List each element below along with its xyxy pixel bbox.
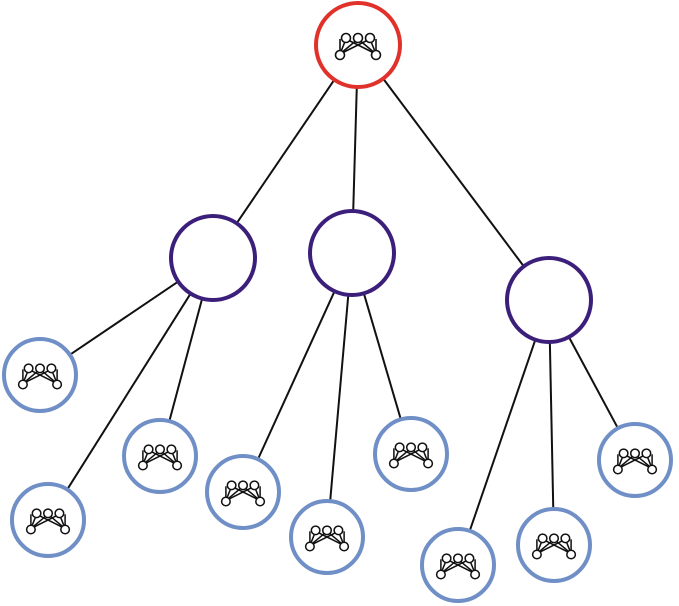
edge-mid-1-leaf-2 bbox=[66, 293, 192, 491]
node-leaf-1 bbox=[2, 337, 78, 413]
edge-mid-2-leaf-4 bbox=[257, 290, 336, 460]
node-leaf-9 bbox=[597, 422, 673, 498]
edge-root-mid-1 bbox=[235, 79, 336, 224]
node-leaf-7 bbox=[420, 527, 496, 603]
node-leaf-5 bbox=[289, 499, 365, 575]
node-leaf-2 bbox=[10, 482, 86, 558]
node-root bbox=[314, 1, 402, 89]
node-mid-3 bbox=[505, 256, 593, 344]
node-mid-1 bbox=[169, 214, 257, 302]
edge-mid-2-leaf-5 bbox=[329, 294, 350, 502]
node-leaf-8 bbox=[516, 507, 592, 583]
edge-mid-2-leaf-6 bbox=[362, 293, 402, 420]
edge-root-mid-2 bbox=[352, 86, 358, 212]
edge-mid-3-leaf-8 bbox=[548, 341, 555, 510]
middle-node-circle bbox=[505, 256, 593, 344]
node-leaf-3 bbox=[122, 418, 198, 494]
node-mid-2 bbox=[308, 209, 396, 297]
edge-root-mid-3 bbox=[382, 78, 525, 267]
middle-node-circle bbox=[169, 214, 257, 302]
edge-mid-1-leaf-1 bbox=[69, 280, 179, 356]
edge-mid-3-leaf-9 bbox=[568, 336, 619, 429]
edge-mid-3-leaf-7 bbox=[468, 339, 537, 532]
node-leaf-4 bbox=[205, 454, 281, 530]
edge-mid-1-leaf-3 bbox=[168, 298, 204, 422]
node-leaf-6 bbox=[373, 416, 449, 492]
edges-layer bbox=[66, 78, 619, 532]
middle-node-circle bbox=[308, 209, 396, 297]
